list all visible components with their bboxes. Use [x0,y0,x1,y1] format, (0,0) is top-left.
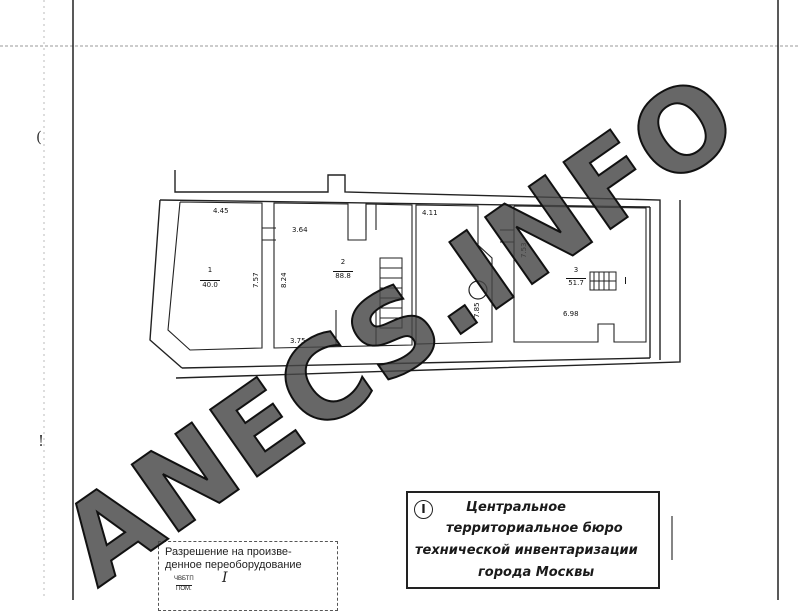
stairs-room-3 [589,271,617,291]
bti-stamp-line: технической инвентаризации [415,543,638,558]
stair-mark: I [624,276,627,287]
dim-label: 7.57 [252,272,260,288]
dim-label: 6.98 [563,310,579,318]
room-number: 3 [573,266,579,274]
dim-label: 3.75 [290,337,306,345]
room-2-walls [273,202,413,349]
dim-label: 4.45 [213,207,229,215]
room-area: 40.0 [200,280,220,289]
room-3-walls [415,204,647,345]
permit-stamp-line: Разрешение на произве- [165,546,292,558]
permit-stamp-handwritten: I [222,570,228,586]
dim-label: 3.64 [292,226,308,234]
dim-label: 4.11 [422,209,438,217]
bti-stamp-line: территориальное бюро [446,521,623,536]
column-symbol [468,280,488,300]
permit-stamp-line: денное переоборудование [165,559,302,571]
bti-stamp-line: Центральное [466,500,566,515]
room-number: 2 [340,258,346,266]
room-number: 1 [207,266,213,274]
permit-stamp-small: ЧВБТП [174,576,194,582]
bti-stamp-line: города Москвы [478,565,595,580]
bti-stamp [406,491,660,589]
outer-walls [149,170,681,379]
room-area: 51.7 [566,278,586,287]
permit-stamp-small: ПОМ. [176,585,192,592]
bti-stamp-number: I [414,500,433,519]
room-area: 88.8 [333,271,353,280]
dim-label: 8.24 [280,272,288,288]
margin-mark-top: ( [36,128,42,146]
stairs-room-2 [379,257,403,329]
margin-mark-mid: ! [38,432,45,450]
